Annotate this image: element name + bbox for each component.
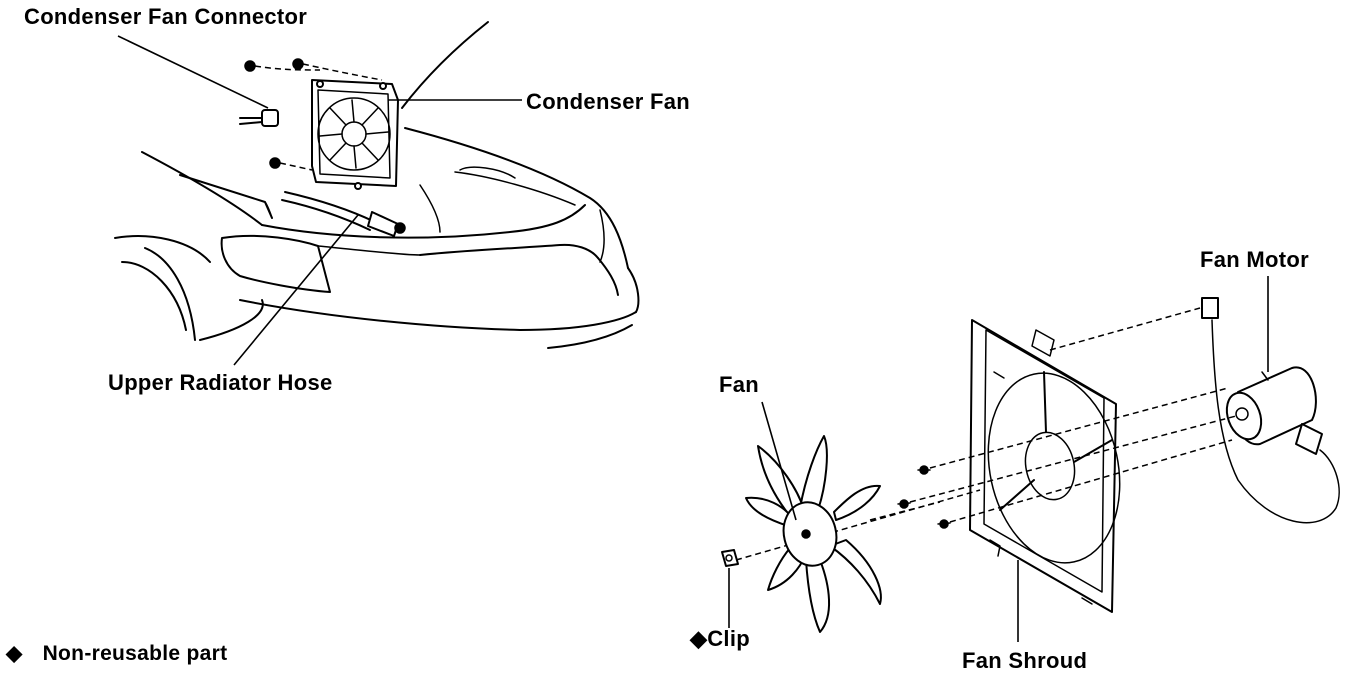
non-reusable-marker-icon: ◆ [690, 626, 708, 651]
leader-lines-left [117, 35, 522, 366]
leader-lines-right [728, 276, 1269, 642]
assembly-dashed-lines [735, 307, 1237, 561]
legend-text: Non-reusable part [42, 642, 228, 665]
label-fan-shroud: Fan Shroud [962, 648, 1088, 673]
label-fan-motor: Fan Motor [1200, 247, 1310, 272]
fan-shroud-part [969, 319, 1121, 613]
upper-radiator-hose-part [281, 191, 406, 237]
fan-motor-part [1201, 297, 1340, 524]
label-clip: ◆Clip [690, 628, 750, 650]
clip-part [721, 549, 739, 567]
condenser-fan-connector-part [239, 109, 279, 127]
label-condenser-fan: Condenser Fan [526, 89, 691, 114]
label-clip-text: Clip [707, 626, 750, 651]
label-upper-radiator-hose: Upper Radiator Hose [108, 370, 333, 395]
fan-part [745, 435, 882, 633]
condenser-fan-part [311, 79, 399, 190]
label-fan: Fan [719, 372, 760, 397]
legend-diamond-icon: ◆ [6, 642, 23, 665]
legend: ◆ Non-reusable part [6, 643, 227, 664]
shroud-screws [897, 465, 951, 529]
condenser-fan-screws [244, 58, 383, 171]
label-condenser-fan-connector: Condenser Fan Connector [24, 4, 308, 29]
